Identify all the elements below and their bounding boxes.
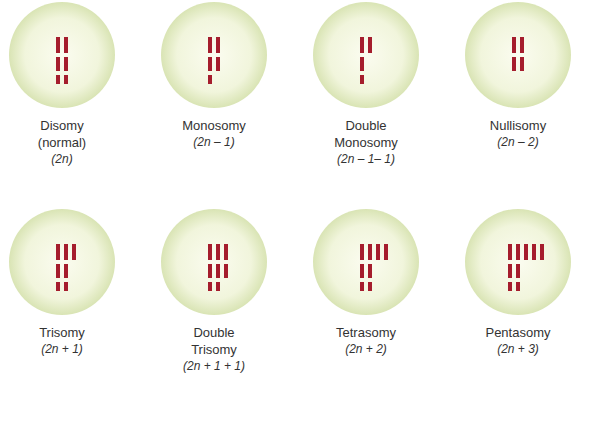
- chromosome: [64, 57, 68, 71]
- chromosome: [56, 282, 60, 291]
- cell-node: Pentasomy(2n + 3): [458, 207, 578, 317]
- cell-circle: [9, 2, 115, 108]
- chromosome: [516, 282, 520, 291]
- cell-name: Disomy (normal): [20, 117, 104, 151]
- chromosome: [56, 244, 60, 260]
- chromosome: [208, 244, 212, 260]
- chromosome: [208, 75, 212, 84]
- chromosome: [216, 244, 220, 260]
- cell-name: Tetrasomy: [324, 324, 408, 341]
- chromosome: [64, 282, 68, 291]
- chromosome: [368, 244, 372, 260]
- chromosome: [516, 244, 520, 260]
- cell-node: Double Monosomy(2n – 1– 1): [306, 0, 426, 110]
- chromosome: [384, 244, 388, 260]
- cell-node: Nullisomy(2n – 2): [458, 0, 578, 110]
- chromosome: [64, 264, 68, 278]
- chromosome: [508, 244, 512, 260]
- chromosome: [56, 75, 60, 84]
- cell-circle: [465, 2, 571, 108]
- cell-label: Disomy (normal)(2n): [2, 117, 122, 168]
- chromosome: [512, 37, 516, 53]
- chromosome: [72, 244, 76, 260]
- chromosome: [376, 244, 380, 260]
- cell-label: Double Trisomy(2n + 1 + 1): [154, 324, 274, 375]
- chromosome: [56, 57, 60, 71]
- cell-label: Double Monosomy(2n – 1– 1): [306, 117, 426, 168]
- chromosome-formula: (2n – 2): [458, 134, 578, 151]
- chromosome: [64, 244, 68, 260]
- chromosome: [508, 264, 512, 278]
- cell-node: Tetrasomy(2n + 2): [306, 207, 426, 317]
- cell-name: Trisomy: [20, 324, 104, 341]
- cell-circle: [161, 209, 267, 315]
- cell-circle: [9, 209, 115, 315]
- chromosome: [224, 264, 228, 278]
- chromosome: [524, 244, 528, 260]
- cell-label: Pentasomy(2n + 3): [458, 324, 578, 358]
- chromosome-formula: (2n): [2, 151, 122, 168]
- chromosome: [216, 264, 220, 278]
- chromosome: [64, 75, 68, 84]
- chromosome: [368, 282, 372, 291]
- cell-label: Tetrasomy(2n + 2): [306, 324, 426, 358]
- chromosome: [520, 37, 524, 53]
- chromosome: [360, 37, 364, 53]
- chromosome-formula: (2n – 1– 1): [306, 151, 426, 168]
- cell-circle: [313, 209, 419, 315]
- cell-name: Pentasomy: [476, 324, 560, 341]
- cell-name: Nullisomy: [476, 117, 560, 134]
- chromosome: [368, 264, 372, 278]
- cell-node: Trisomy(2n + 1): [2, 207, 122, 317]
- chromosome: [508, 282, 512, 291]
- chromosome: [224, 244, 228, 260]
- chromosome-formula: (2n + 2): [306, 341, 426, 358]
- cell-name: Double Monosomy: [324, 117, 408, 151]
- cell-label: Trisomy(2n + 1): [2, 324, 122, 358]
- chromosome: [208, 264, 212, 278]
- cell-circle: [161, 2, 267, 108]
- chromosome: [532, 244, 536, 260]
- cell-circle: [313, 2, 419, 108]
- chromosome: [208, 282, 212, 291]
- cell-name: Monosomy: [172, 117, 256, 134]
- chromosome: [512, 57, 516, 71]
- cell-node: Disomy (normal)(2n): [2, 0, 122, 110]
- chromosome-formula: (2n + 1): [2, 341, 122, 358]
- cell-name: Double Trisomy: [172, 324, 256, 358]
- chromosome: [368, 37, 372, 53]
- chromosome: [56, 37, 60, 53]
- cell-circle: [465, 209, 571, 315]
- chromosome: [56, 264, 60, 278]
- cell-label: Nullisomy(2n – 2): [458, 117, 578, 151]
- chromosome: [360, 282, 364, 291]
- chromosome: [360, 75, 364, 84]
- chromosome-formula: (2n + 1 + 1): [154, 358, 274, 375]
- chromosome: [216, 282, 220, 291]
- cell-node: Monosomy(2n – 1): [154, 0, 274, 110]
- cell-label: Monosomy(2n – 1): [154, 117, 274, 151]
- chromosome-formula: (2n + 3): [458, 341, 578, 358]
- chromosome: [540, 244, 544, 260]
- chromosome: [208, 37, 212, 53]
- chromosome: [64, 37, 68, 53]
- chromosome: [216, 57, 220, 71]
- chromosome: [516, 264, 520, 278]
- chromosome: [216, 37, 220, 53]
- chromosome: [360, 57, 364, 71]
- chromosome-formula: (2n – 1): [154, 134, 274, 151]
- cell-node: Double Trisomy(2n + 1 + 1): [154, 207, 274, 317]
- chromosome: [360, 244, 364, 260]
- chromosome: [520, 57, 524, 71]
- chromosome: [360, 264, 364, 278]
- chromosome: [208, 57, 212, 71]
